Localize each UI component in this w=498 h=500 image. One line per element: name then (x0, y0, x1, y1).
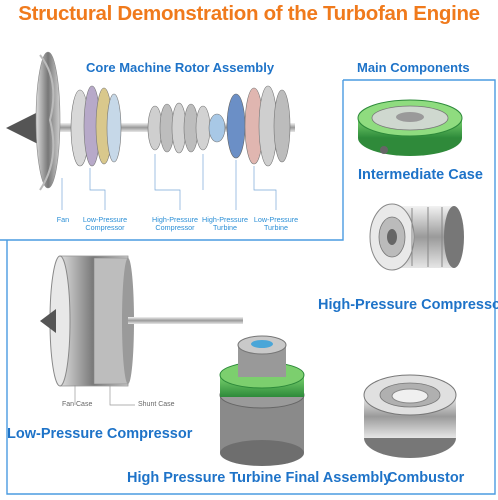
lp-compressor-image (40, 255, 243, 406)
intermediate-case-label: Intermediate Case (358, 167, 483, 183)
shunt-case-label: Shunt Case (138, 401, 175, 408)
intermediate-case-image (357, 99, 463, 156)
main-components-heading: Main Components (357, 60, 470, 75)
hpt-final-label: High Pressure Turbine Final Assembly (127, 470, 392, 486)
hp-compressor-label: High-Pressure Compressor (318, 297, 498, 313)
lp-compressor-label: Low-Pressure Compressor (7, 426, 193, 442)
page-title: Structural Demonstration of the Turbofan… (18, 2, 480, 25)
fan-label: Fan (56, 215, 70, 224)
fan-disc (35, 51, 61, 189)
hp-compressor-image (369, 203, 464, 271)
combustor-label: Combustor (387, 470, 465, 486)
fan-spinner (6, 112, 38, 144)
core-rotor-heading: Core Machine Rotor Assembly (86, 60, 275, 75)
hpt-final-image (219, 335, 305, 466)
combustor-image (363, 374, 457, 458)
fan-case-label: Fan Case (62, 401, 93, 408)
